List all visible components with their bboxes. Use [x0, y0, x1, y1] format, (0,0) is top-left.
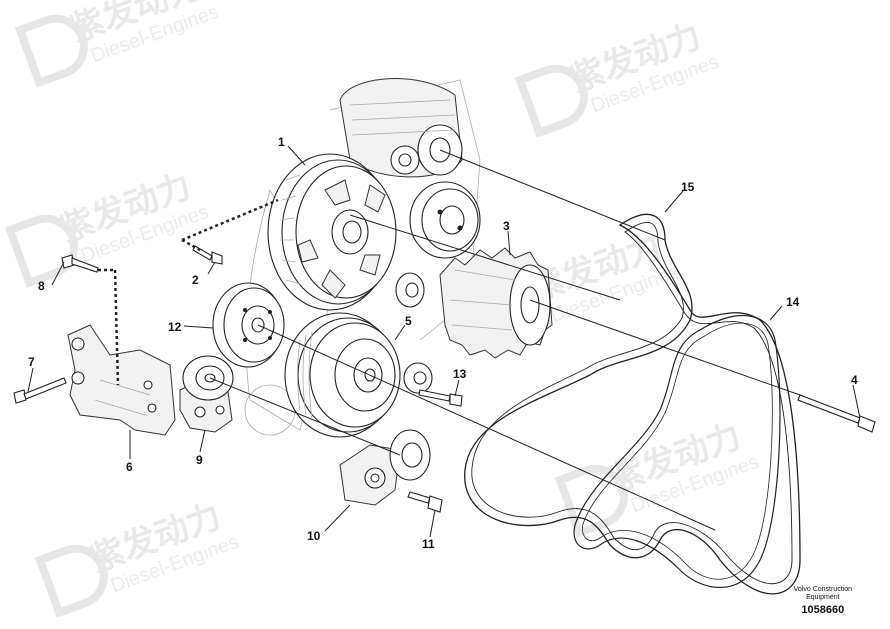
part-8-bolt [61, 254, 99, 273]
part-6-bracket [67, 324, 176, 436]
part-3-water-pump-impeller [439, 247, 553, 359]
compressor-pulley [409, 181, 481, 259]
callout-13: 13 [453, 367, 467, 381]
part-11-bolt [407, 491, 443, 513]
alignment-lines [98, 149, 801, 531]
figure-caption: Volvo Construction Equipment 1058660 [794, 586, 852, 616]
part-4-bolt [797, 394, 876, 433]
callout-15: 15 [681, 180, 695, 194]
callout-9: 9 [196, 453, 203, 467]
callout-2: 2 [192, 273, 199, 287]
callout-7: 7 [28, 355, 35, 369]
callout-11: 11 [422, 537, 435, 551]
part-7-bolt [13, 377, 67, 404]
callout-labels: 1 2 3 4 5 6 7 8 9 10 11 12 13 14 15 [28, 135, 858, 551]
callout-5: 5 [405, 314, 412, 328]
part-13-bolt [418, 389, 463, 407]
callout-10: 10 [307, 529, 321, 543]
part-14-inner-belt [573, 315, 781, 588]
part-10-auto-tensioner [339, 429, 431, 506]
part-2-bolt [192, 245, 223, 265]
callout-6: 6 [126, 460, 133, 474]
callout-8: 8 [38, 279, 45, 293]
caption-line-2: Equipment [806, 594, 840, 601]
callout-3: 3 [503, 219, 510, 233]
leader-lines [27, 145, 861, 538]
part-1-crank-pulley [267, 153, 397, 311]
callout-1: 1 [278, 135, 285, 149]
callout-12: 12 [168, 320, 182, 334]
idler-pulley [395, 272, 425, 308]
figure-number: 1058660 [801, 604, 845, 616]
tensioner-pulley-small [403, 362, 433, 394]
caption-line-1: Volvo Construction [793, 586, 852, 593]
part-9-tensioner [179, 355, 234, 433]
callout-4: 4 [851, 373, 858, 387]
part-12-pulley [212, 282, 285, 368]
callout-14: 14 [786, 295, 800, 309]
part-5-grooved-pulley [284, 312, 401, 438]
